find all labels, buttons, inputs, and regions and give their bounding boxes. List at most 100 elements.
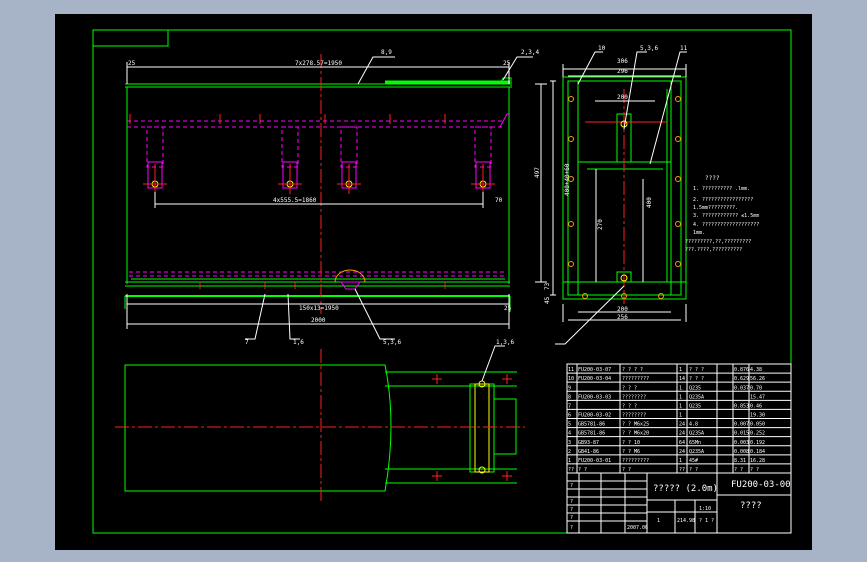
bom-cell-name: ? ? ? [622, 403, 637, 409]
bracket-4 [471, 126, 495, 194]
bom-cell-code: GB93-87 [578, 440, 599, 446]
bom-cell-qty: 1 [679, 403, 682, 409]
date-small: 2007.06 [627, 525, 648, 531]
side-dim-top-outer: 306 [617, 58, 628, 65]
bom-cell-no: 5 [568, 422, 571, 428]
side-view [550, 51, 687, 345]
dim-height: 497 [534, 167, 541, 178]
bom-cell-mat: ? ? ? [689, 367, 704, 373]
notes-line-3: 1.5mm?????????. [693, 205, 738, 211]
bom-cell-name: ????????? [622, 458, 649, 464]
bom-cell-no: 1 [568, 458, 571, 464]
qty-label: 1 [657, 518, 660, 524]
bom-cell-qty: 64 [679, 440, 685, 446]
dim-left-end: 25 [128, 60, 136, 67]
bom-cell-w2: 0.252 [750, 431, 765, 437]
bom-header-name: ? ? [622, 467, 631, 473]
bom-cell-w1: 0.007 [734, 422, 749, 428]
bom-cell-mat: Q235A [689, 394, 704, 400]
dim-bottom-right: 25 [504, 305, 512, 312]
bom-cell-mat: 4.8 [689, 422, 698, 428]
bom-cell-code: FU200-03-02 [578, 413, 611, 419]
side-dim-bottom-small: 73 [544, 282, 551, 290]
bom-cell-qty: 14 [679, 376, 685, 382]
bom-cell-name: ? ? M6 [622, 449, 640, 455]
notes-line-5: 4. ??????????????????? [693, 222, 759, 228]
bom-header-no: ?? [568, 467, 574, 473]
bom-cell-no: 3 [568, 440, 571, 446]
bom-cell-qty: 24 [679, 449, 685, 455]
bracket-2 [278, 126, 302, 194]
dim-right-end: 25 [503, 60, 511, 67]
side-dim-bottom-tiny: 45 [544, 296, 551, 304]
side-dim-mid: 270 [597, 219, 604, 230]
bom-cell-code: GB5781-86 [578, 431, 605, 437]
callout-1-6: 1,6 [293, 339, 304, 346]
bom-cell-w2: 4.38 [750, 367, 762, 373]
notes-line-2: 2. ????????????????? [693, 197, 753, 203]
bom-cell-code: FU200-03-04 [578, 376, 611, 382]
bom-cell-w2: 0.050 [750, 422, 765, 428]
bom-header-w1: ? ? [734, 467, 743, 473]
cad-drawing-canvas: 7x278.57=1950 25 25 4x555.5=1860 70 150x… [55, 14, 812, 550]
bom-header-w2: ? ? [750, 467, 759, 473]
bom-cell-qty: 1 [679, 458, 682, 464]
bom-cell-w1: 0.629 [734, 376, 749, 382]
tb-row-3: ? [570, 507, 573, 513]
tb-row-2: ? [570, 499, 573, 505]
side-dim-bottom-outer: 256 [617, 314, 628, 321]
bom-cell-w1: 0.008 [734, 449, 749, 455]
bom-cell-w1: 0.037 [734, 385, 749, 391]
mass: 214.98 [677, 518, 695, 524]
notes-line-1: 1. ?????????? .lmm. [693, 186, 750, 192]
callout-2-3-4: 2,3,4 [521, 49, 539, 56]
bom-cell-name: ? ? M6x25 [622, 422, 649, 428]
bom-cell-code: FU200-03-07 [578, 367, 611, 373]
bom-cell-w2: 56.26 [750, 376, 765, 382]
title-block [566, 472, 792, 534]
notes-line-7: ?????????,??,????????? [685, 239, 751, 245]
bom-cell-qty: 1 [679, 385, 682, 391]
side-dim-top-inner: 296 [617, 68, 628, 75]
bom-cell-name: ? ? M6x20 [622, 431, 649, 437]
callout-7: 7 [245, 339, 249, 346]
cad-drawing: 7x278.57=1950 25 25 4x555.5=1860 70 150x… [92, 29, 792, 534]
callout-5-3-6-side: 5,3,6 [640, 45, 658, 52]
bom-cell-w2: 0.70 [750, 385, 762, 391]
bom-cell-name: ????????? [622, 376, 649, 382]
side-dim-bottom-inner: 200 [617, 306, 628, 313]
dim-top-chain: 7x278.57=1950 [295, 60, 342, 67]
tb-row-4: ? [570, 515, 573, 521]
bom-cell-qty: 1 [679, 394, 682, 400]
notes-line-6: 1mm. [693, 230, 705, 236]
bom-cell-w1: 0.876 [734, 367, 749, 373]
drawing-number: FU200-03-00 [731, 480, 791, 490]
sheet: ? 1 ? [699, 518, 714, 524]
bom-cell-code: FU200-03-03 [578, 394, 611, 400]
bom-cell-w2: 0.192 [750, 440, 765, 446]
scale: 1:10 [699, 506, 711, 512]
bom-cell-no: 7 [568, 403, 571, 409]
bom-cell-code: GB41-86 [578, 449, 599, 455]
company-name: ???? [740, 501, 762, 511]
bom-cell-w1: 0.853 [734, 403, 749, 409]
notes-line-4: 3. ???????????? ≤1.5mm [693, 213, 759, 219]
bom-cell-w2: 19.30 [750, 413, 765, 419]
bom-cell-no: 8 [568, 394, 571, 400]
bom-cell-mat: Q235A [689, 449, 704, 455]
bom-cell-w2: 15.47 [750, 394, 765, 400]
corner-label-box [92, 29, 169, 47]
bom-cell-no: 2 [568, 449, 571, 455]
callout-1-3-6: 1,3,6 [496, 339, 514, 346]
notes-title: ???? [705, 175, 720, 182]
bom-cell-qty: 24 [679, 422, 685, 428]
front-view [124, 54, 547, 340]
bom-cell-w1: 0.003 [734, 440, 749, 446]
dim-overall-length: 2000 [311, 317, 326, 324]
bracket-1 [143, 126, 167, 194]
bom-cell-no: 10 [568, 376, 574, 382]
dim-mid-chain: 4x555.5=1860 [273, 197, 317, 204]
bom-cell-w1: 0.015 [734, 431, 749, 437]
dim-mid-right: 70 [495, 197, 503, 204]
